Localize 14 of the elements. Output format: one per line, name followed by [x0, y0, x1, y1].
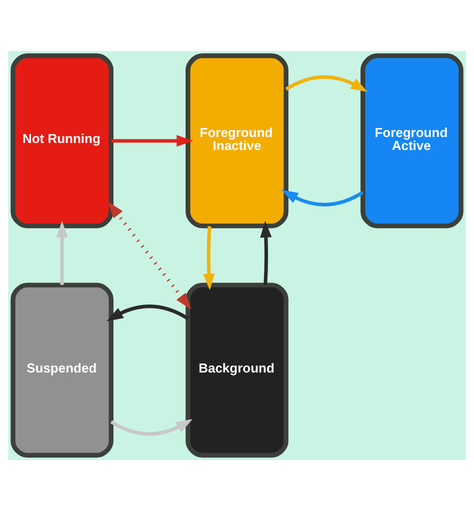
node-box: Background [186, 282, 288, 458]
node-box: Foreground Active [360, 52, 464, 228]
arrow [282, 189, 364, 206]
arrow [106, 304, 189, 321]
node-box: Foreground Inactive [186, 52, 288, 228]
arrow [56, 220, 68, 284]
arrow [203, 226, 215, 290]
arrow [285, 74, 368, 92]
arrow [108, 201, 192, 309]
node-box: Not Running [10, 52, 114, 228]
node-box: Suspended [10, 282, 114, 458]
arrow [110, 418, 193, 436]
arrow [260, 220, 272, 285]
arrow [111, 134, 194, 146]
